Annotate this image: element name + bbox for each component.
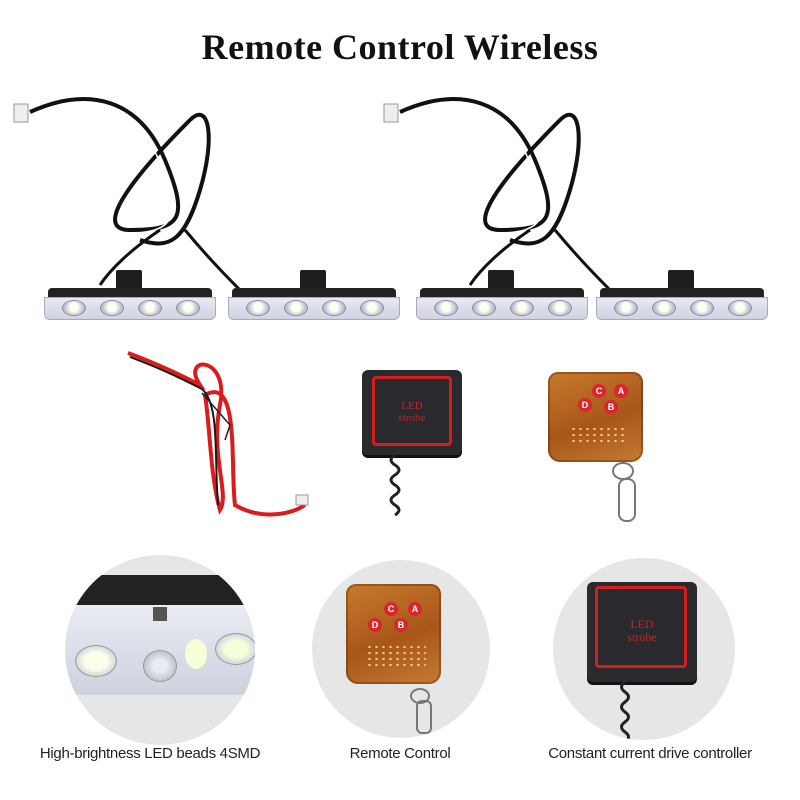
remote-button-b: B xyxy=(604,400,618,414)
detail-led-beads xyxy=(65,555,255,745)
remote-button-a: A xyxy=(614,384,628,398)
caption-controller: Constant current drive controller xyxy=(548,745,752,762)
detail-remote-button-a: A xyxy=(408,602,422,616)
controller-coil-cable xyxy=(389,455,401,517)
led-bar-1 xyxy=(44,270,216,320)
power-cable xyxy=(127,351,309,517)
remote-button-d: D xyxy=(578,398,592,412)
detail-remote-button-b: B xyxy=(394,618,408,632)
detail-remote-control: C A D B xyxy=(312,560,490,738)
strobe-controller-box: LED strobe xyxy=(362,370,462,455)
led-bar-2 xyxy=(228,270,400,320)
remote-button-c: C xyxy=(592,384,606,398)
keychain-clip-icon xyxy=(618,478,636,522)
detail-remote-button-c: C xyxy=(384,602,398,616)
detail-controller: LED strobe xyxy=(553,558,735,740)
led-bar-3 xyxy=(416,270,588,320)
page-title: Remote Control Wireless xyxy=(201,27,599,67)
caption-remote-control: Remote Control xyxy=(349,745,451,762)
detail-remote-button-d: D xyxy=(368,618,382,632)
wire-harness-left xyxy=(13,97,617,297)
detail-controller-label: LED strobe xyxy=(627,617,657,645)
caption-led-beads: High-brightness LED beads 4SMD xyxy=(39,745,261,762)
led-bar-4 xyxy=(596,270,768,320)
controller-label: LED strobe xyxy=(398,400,426,425)
remote-control: C A D B xyxy=(548,372,643,462)
